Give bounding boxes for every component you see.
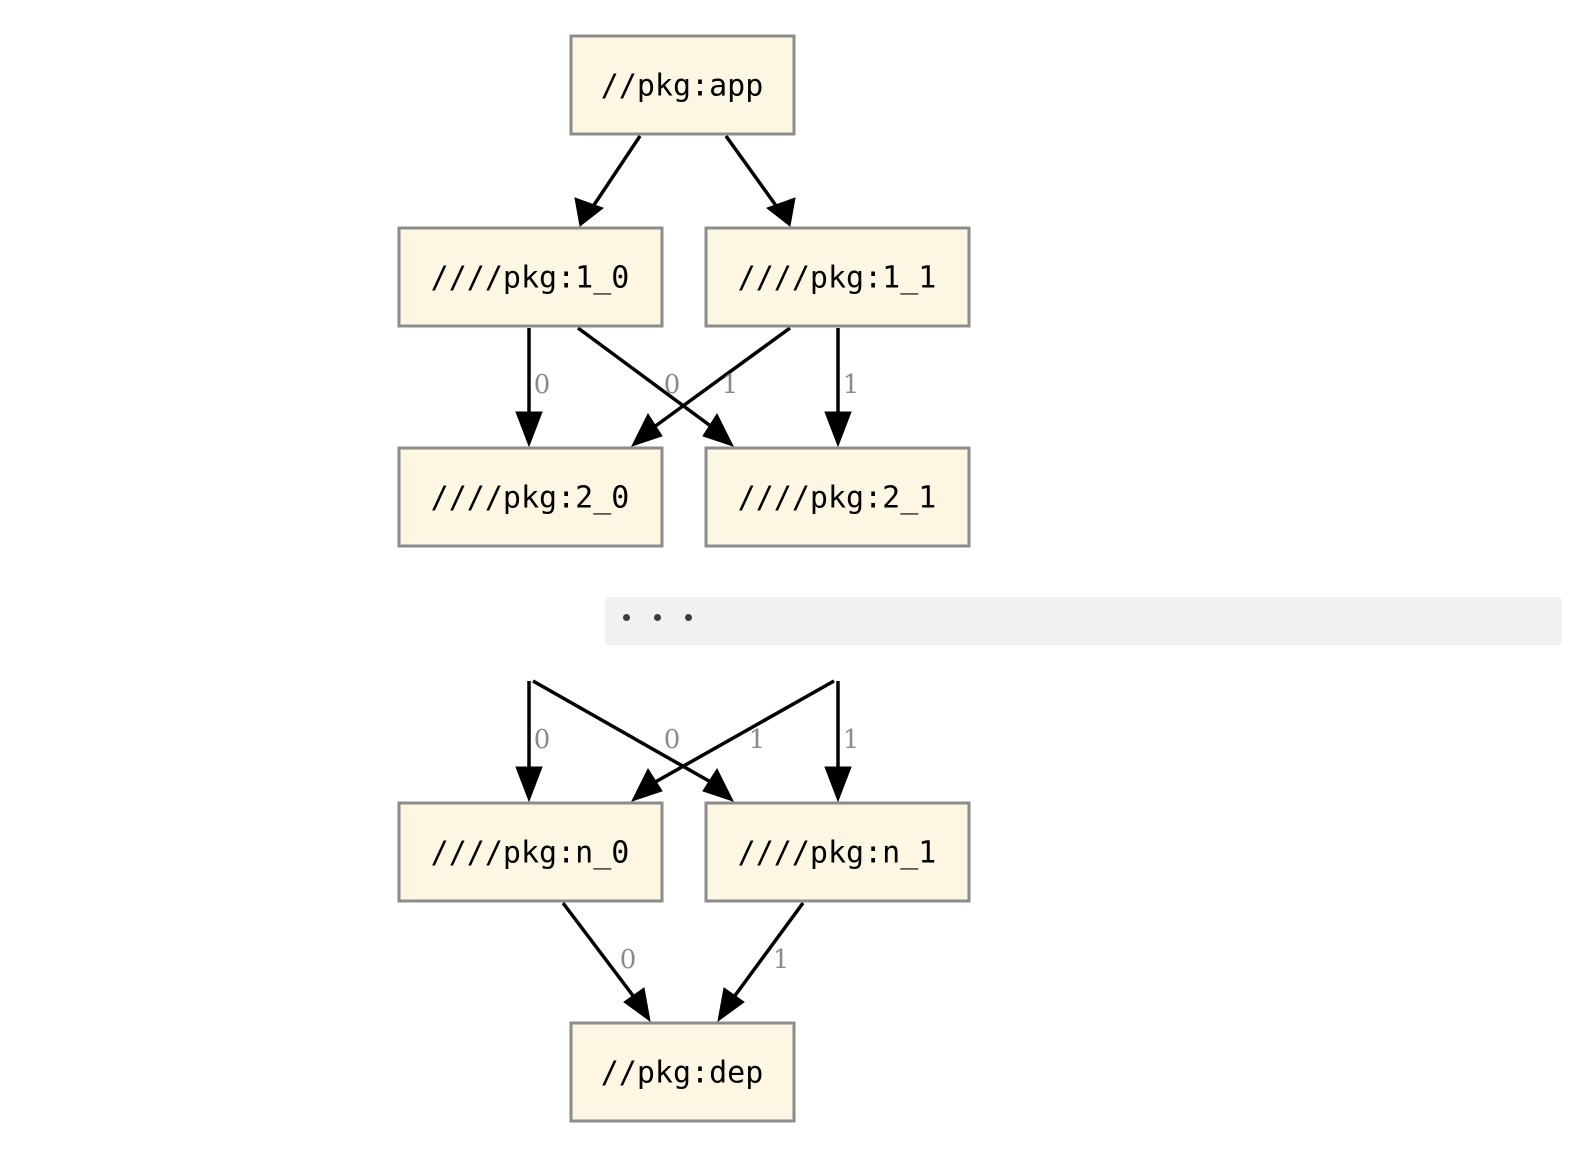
edge-1_0-to-2_1: 0 [576,326,734,447]
node-pkg-n_0[interactable]: ////pkg:n_0 [397,801,664,903]
node-layer: //pkg:app ////pkg:1_0 ////pkg:1_1 ////pk… [397,34,971,1123]
edge-label: 1 [722,370,739,400]
edge-line [729,901,805,1003]
edge-line [724,134,784,216]
node-label: ////pkg:n_1 [738,836,937,871]
node-pkg-dep[interactable]: //pkg:dep [569,1021,796,1123]
edge-elided-to-n_0-b: 1 [631,679,835,802]
edge-n_1-to-dep: 1 [717,901,805,1023]
node-pkg-1_1[interactable]: ////pkg:1_1 [704,226,971,328]
edge-app-to-1_1 [724,134,796,227]
node-label: ////pkg:1_0 [431,261,630,296]
node-label: ////pkg:2_1 [738,481,937,516]
edge-label: 0 [664,725,681,755]
edge-label: 1 [773,945,790,975]
node-pkg-2_0[interactable]: ////pkg:2_0 [397,446,664,548]
node-box[interactable] [704,226,971,328]
arrowhead-icon [824,766,852,803]
node-box[interactable] [704,801,971,903]
node-box[interactable] [397,801,664,903]
edge-label: 1 [843,725,860,755]
node-pkg-2_1[interactable]: ////pkg:2_1 [704,446,971,548]
arrowhead-icon [702,412,734,447]
ellipsis-dot-1 [623,614,630,621]
node-label: ////pkg:1_1 [738,261,937,296]
edge-label: 0 [664,370,681,400]
node-box[interactable] [397,226,664,328]
ellipsis-dots [623,614,692,621]
edge-label: 0 [534,725,551,755]
arrowhead-icon [824,411,852,448]
arrowhead-icon [631,412,663,447]
node-label: //pkg:dep [601,1056,764,1091]
edge-1_0-to-2_0: 0 [515,328,551,448]
edge-line [576,326,718,432]
node-box[interactable] [397,446,664,548]
ellipsis-dot-3 [685,614,692,621]
edge-elided-to-n_1-b: 1 [824,681,860,803]
node-pkg-n_1[interactable]: ////pkg:n_1 [704,801,971,903]
edge-label: 0 [534,370,551,400]
edge-label: 0 [620,945,637,975]
node-label: ////pkg:n_0 [431,836,630,871]
edge-line [532,679,717,787]
edge-n_0-to-dep: 0 [561,901,651,1023]
arrowhead-icon [631,767,663,802]
edge-layer: 0 0 1 1 [515,134,860,1023]
ellipsis-dot-2 [654,614,661,621]
arrowhead-icon [717,987,745,1023]
edge-1_1-to-2_0: 1 [631,326,792,447]
arrowhead-icon [623,987,651,1023]
edge-line [561,901,639,1003]
edge-label: 1 [843,370,860,400]
node-pkg-app[interactable]: //pkg:app [569,34,796,136]
arrowhead-icon [574,197,605,227]
arrowhead-icon [702,767,734,802]
elided-section-band[interactable] [605,597,1562,645]
edge-elided-to-n_1-a: 0 [532,679,734,802]
node-box[interactable] [569,1021,796,1123]
node-label: //pkg:app [601,69,764,104]
edge-label: 1 [749,725,766,755]
node-box[interactable] [704,446,971,548]
edge-line [586,135,642,215]
arrowhead-icon [515,766,543,803]
arrowhead-icon [515,411,543,448]
edge-line [648,326,792,432]
node-pkg-1_0[interactable]: ////pkg:1_0 [397,226,664,328]
edge-app-to-1_0 [574,135,642,227]
arrowhead-icon [765,197,796,227]
node-box[interactable] [569,34,796,136]
node-label: ////pkg:2_0 [431,481,630,516]
edge-line [649,679,835,787]
edge-elided-to-n_0: 0 [515,681,551,803]
edge-1_1-to-2_1: 1 [824,328,860,448]
